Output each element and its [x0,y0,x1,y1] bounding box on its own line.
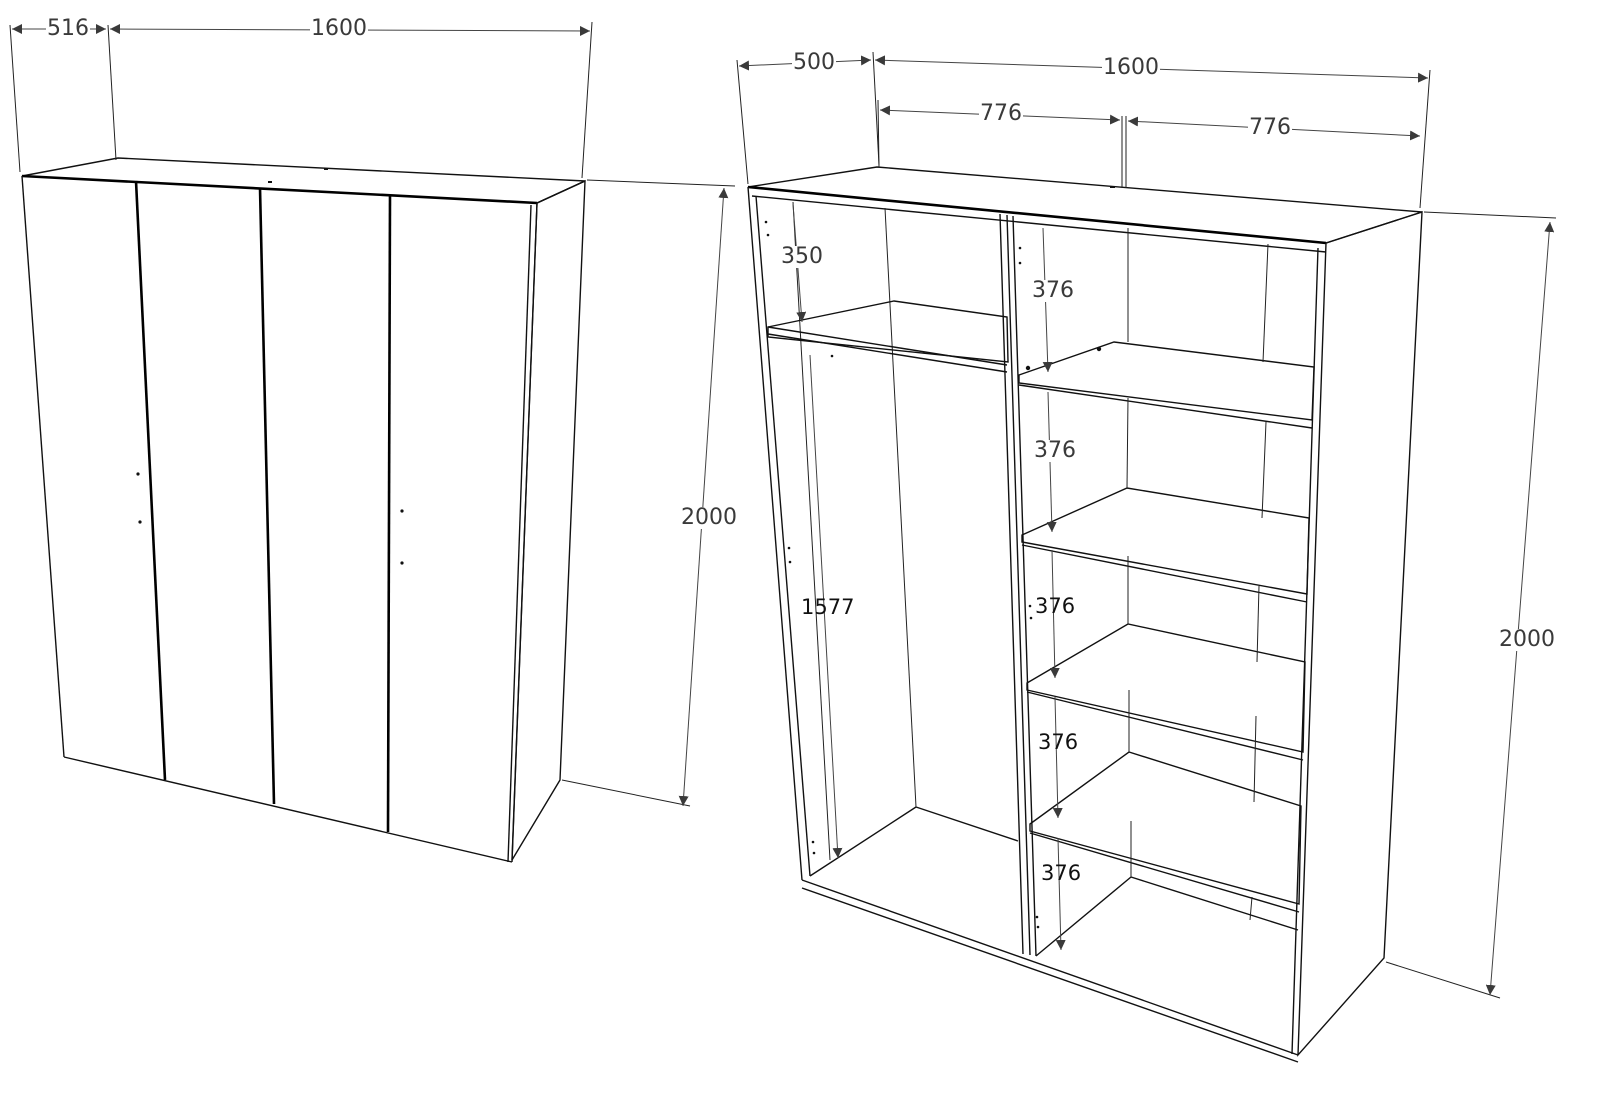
left-section-width-label: 776 [979,101,1023,126]
closed-height-label: 2000 [680,505,738,530]
closed-depth-label: 516 [46,16,90,41]
shelf-spacing-label-3: 376 [1035,594,1076,618]
open-width-label: 1600 [1102,55,1160,80]
hanging-height-label: 1577 [801,595,855,619]
closed-width-label: 1600 [310,16,368,41]
right-section-width-label: 776 [1248,115,1292,140]
right-shelves [1018,228,1315,957]
shelf-spacing-label-2: 376 [1033,438,1077,463]
shelf-spacing-label-4: 376 [1038,730,1079,754]
closed-wardrobe [9,21,736,863]
open-wardrobe [736,51,1557,1063]
open-height-label: 2000 [1498,627,1556,652]
shelf-spacing-label-5: 376 [1041,861,1082,885]
left-top-shelf-label: 350 [780,244,824,269]
shelf-spacing-label-1: 376 [1031,278,1075,303]
open-depth-label: 500 [792,50,836,75]
